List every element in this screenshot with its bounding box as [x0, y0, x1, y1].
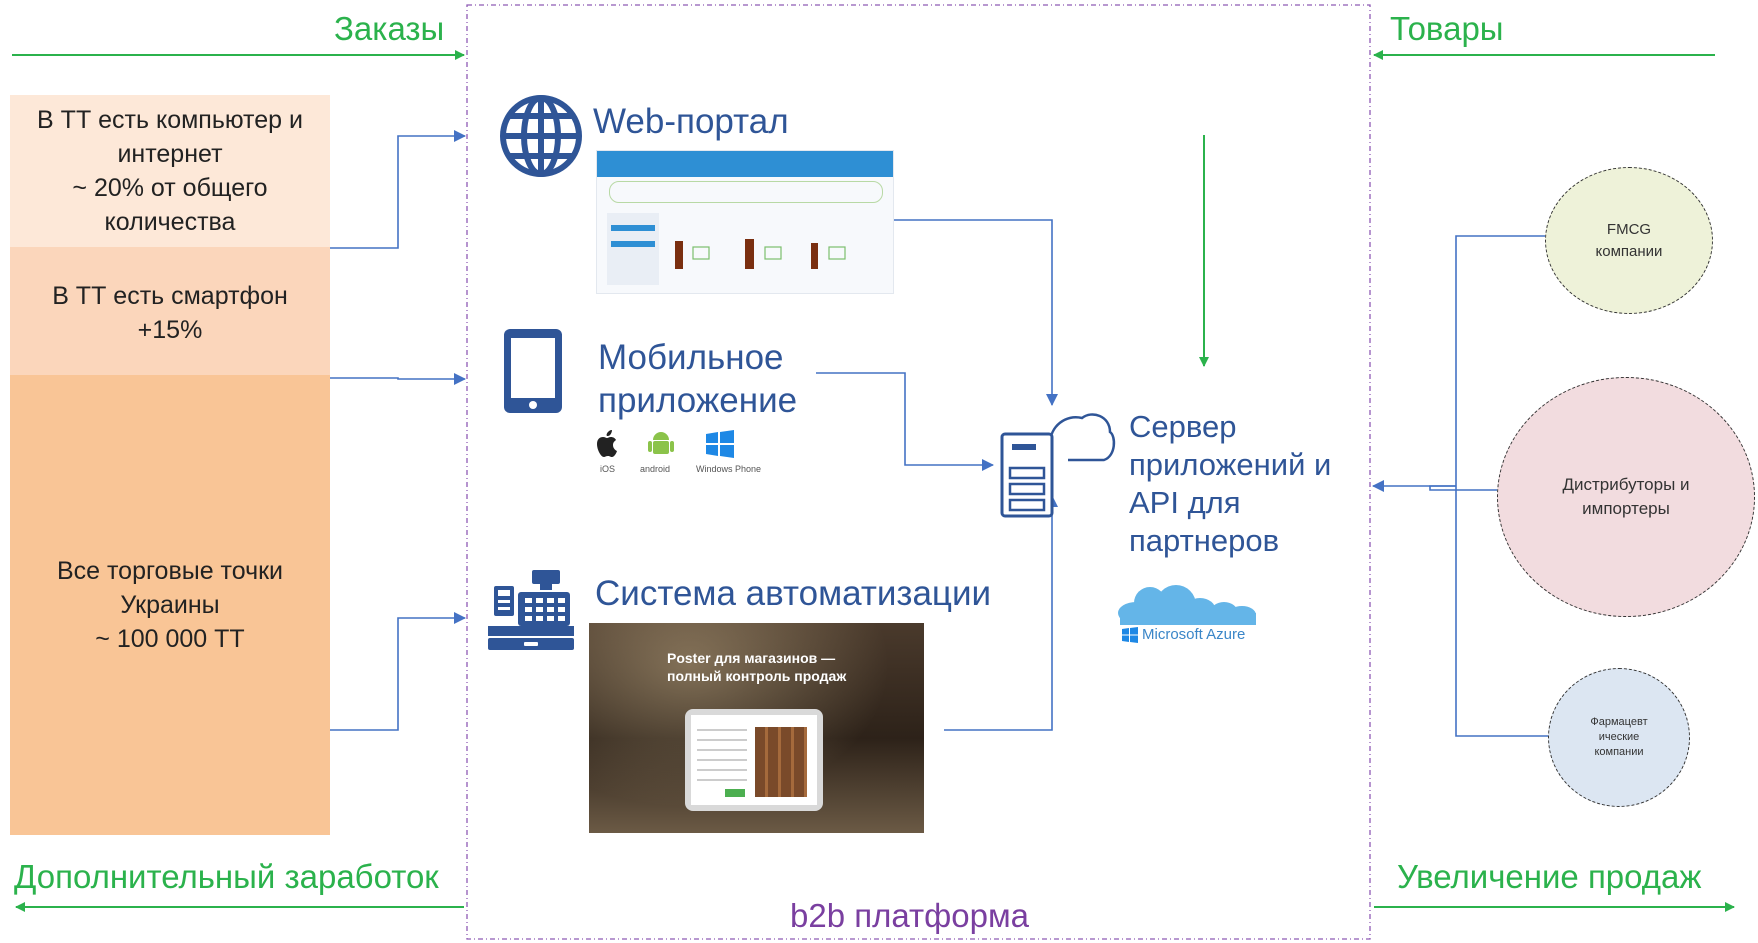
apple-icon — [597, 430, 617, 457]
poster-tablet — [685, 709, 823, 811]
partner-distributors-text: Дистрибуторы и импортеры — [1562, 475, 1690, 518]
web-portal-screenshot — [596, 150, 894, 294]
android-label: android — [640, 464, 671, 474]
partner-pharma-text: Фармацевт ические компании — [1590, 716, 1648, 758]
partner-fmcg-text: FMCG компании — [1595, 220, 1663, 260]
poster-screenshot: Poster для магазинов — полный контроль п… — [589, 623, 924, 833]
azure-label: Microsoft Azure — [1142, 626, 1246, 643]
box-computer-internet-text: В ТТ есть компьютер и интернет ~ 20% от … — [37, 106, 303, 236]
sales-growth-label: Увеличение продаж — [1397, 858, 1702, 895]
box-all-outlets: Все торговые точки Украины ~ 100 000 ТТ — [10, 375, 330, 835]
box-smartphone-text: В ТТ есть смартфон +15% — [52, 282, 288, 344]
box2-connector — [330, 373, 466, 385]
platform-border — [466, 4, 1371, 940]
box-smartphone: В ТТ есть смартфон +15% — [10, 247, 330, 375]
mobile-to-server — [816, 372, 994, 471]
poster-slogan: Poster для магазинов — полный контроль п… — [667, 650, 847, 684]
windows-phone-label: Windows Phone — [696, 464, 762, 474]
phone-icon — [504, 329, 562, 413]
box-all-outlets-text: Все торговые точки Украины ~ 100 000 ТТ — [56, 557, 284, 653]
web-steps-bar — [609, 181, 883, 203]
partner-pharma: Фармацевт ические компании — [1548, 668, 1690, 807]
android-icon — [648, 432, 674, 454]
partner-distributors: Дистрибуторы и импортеры — [1497, 377, 1755, 617]
web-sidebar — [607, 213, 659, 285]
web-to-server — [892, 219, 1058, 406]
box3-connector — [330, 612, 466, 731]
windows-logo-icon — [1122, 627, 1138, 643]
goods-label: Товары — [1390, 10, 1504, 47]
web-header-bar — [597, 151, 893, 177]
platform-label: b2b платформа — [790, 897, 1029, 934]
partner-fmcg: FMCG компании — [1545, 167, 1713, 314]
web-portal-label: Web-портал — [593, 102, 789, 141]
mobile-app-label: Мобильное приложение — [598, 338, 798, 420]
box1-connector — [330, 130, 466, 249]
web-products-row — [675, 239, 846, 269]
cash-register-icon — [488, 570, 574, 650]
azure-cloud-icon — [1118, 585, 1256, 625]
ios-label: iOS — [600, 464, 616, 474]
os-icons: iOS android Windows Phone — [594, 430, 761, 480]
windows-icon — [706, 430, 734, 458]
box-computer-internet: В ТТ есть компьютер и интернет ~ 20% от … — [10, 95, 330, 247]
globe-icon — [500, 95, 582, 177]
automation-label: Система автоматизации — [595, 574, 992, 613]
extra-income-label: Дополнительный заработок — [14, 858, 439, 895]
automation-to-server — [944, 495, 1058, 731]
server-label: Сервер приложений и API для партнеров — [1129, 409, 1332, 558]
server-cloud-icon — [1000, 413, 1116, 518]
orders-label: Заказы — [334, 10, 445, 47]
